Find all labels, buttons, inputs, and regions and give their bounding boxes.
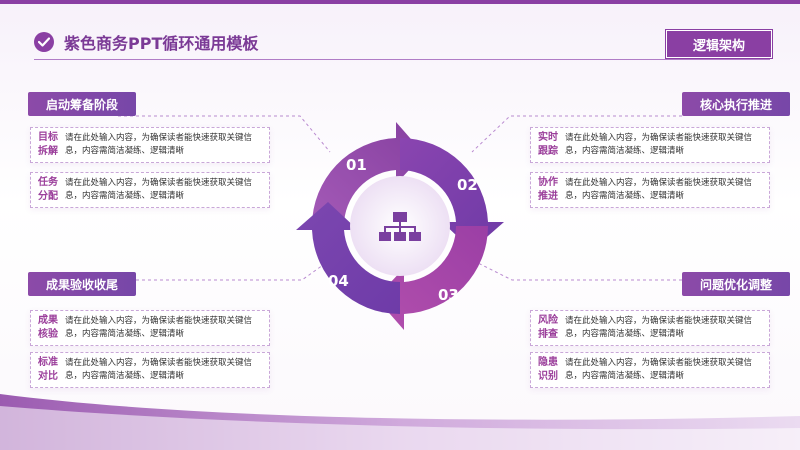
item-label: 实时跟踪 [538, 132, 558, 157]
cycle-step-label: 02 [457, 176, 478, 194]
check-circle-icon [34, 32, 54, 52]
cycle-segment-04 [296, 202, 400, 315]
item-box: 实时跟踪 请在此处输入内容，为确保读者能快速获取关键信息，内容需简洁凝练、逻辑清… [530, 127, 770, 163]
header: 紫色商务PPT循环通用模板 [34, 30, 258, 54]
item-box: 标准对比 请在此处输入内容，为确保读者能快速获取关键信息，内容需简洁凝练、逻辑清… [30, 352, 270, 388]
item-text: 请在此处输入内容，为确保读者能快速获取关键信息，内容需简洁凝练、逻辑清晰 [565, 133, 753, 156]
hierarchy-icon [379, 212, 421, 241]
page-title: 紫色商务PPT循环通用模板 [64, 34, 259, 53]
item-box: 协作推进 请在此处输入内容，为确保读者能快速获取关键信息，内容需简洁凝练、逻辑清… [530, 172, 770, 208]
title-divider [34, 59, 770, 60]
item-text: 请在此处输入内容，为确保读者能快速获取关键信息，内容需简洁凝练、逻辑清晰 [65, 316, 253, 339]
bottom-wave [0, 394, 800, 450]
cycle-segment-01 [311, 122, 424, 226]
cycle-diagram: 01 02 03 04 [296, 122, 504, 330]
section-title-top-left: 启动筹备阶段 [28, 92, 136, 116]
header-tag: 逻辑架构 [666, 30, 772, 58]
item-label: 标准对比 [38, 357, 58, 382]
item-box: 目标拆解 请在此处输入内容，为确保读者能快速获取关键信息，内容需简洁凝练、逻辑清… [30, 127, 270, 163]
item-box: 隐患识别 请在此处输入内容，为确保读者能快速获取关键信息，内容需简洁凝练、逻辑清… [530, 352, 770, 388]
cycle-segment-03 [376, 226, 489, 330]
item-box: 成果核验 请在此处输入内容，为确保读者能快速获取关键信息，内容需简洁凝练、逻辑清… [30, 310, 270, 346]
section-title-bottom-left: 成果验收收尾 [28, 272, 136, 296]
item-text: 请在此处输入内容，为确保读者能快速获取关键信息，内容需简洁凝练、逻辑清晰 [565, 316, 753, 339]
item-label: 目标拆解 [38, 132, 58, 157]
item-text: 请在此处输入内容，为确保读者能快速获取关键信息，内容需简洁凝练、逻辑清晰 [565, 358, 753, 381]
cycle-step-label: 04 [328, 272, 349, 290]
section-title-top-right: 核心执行推进 [682, 92, 790, 116]
item-text: 请在此处输入内容，为确保读者能快速获取关键信息，内容需简洁凝练、逻辑清晰 [65, 178, 253, 201]
item-label: 风险排查 [538, 315, 558, 340]
item-text: 请在此处输入内容，为确保读者能快速获取关键信息，内容需简洁凝练、逻辑清晰 [65, 358, 253, 381]
item-label: 任务分配 [38, 177, 58, 202]
item-label: 协作推进 [538, 177, 558, 202]
item-text: 请在此处输入内容，为确保读者能快速获取关键信息，内容需简洁凝练、逻辑清晰 [565, 178, 753, 201]
cycle-step-label: 03 [438, 286, 459, 304]
item-label: 隐患识别 [538, 357, 558, 382]
item-box: 风险排查 请在此处输入内容，为确保读者能快速获取关键信息，内容需简洁凝练、逻辑清… [530, 310, 770, 346]
cycle-segment-02 [400, 137, 504, 250]
top-accent-bar [0, 0, 800, 4]
item-box: 任务分配 请在此处输入内容，为确保读者能快速获取关键信息，内容需简洁凝练、逻辑清… [30, 172, 270, 208]
cycle-step-label: 01 [346, 156, 367, 174]
section-title-bottom-right: 问题优化调整 [682, 272, 790, 296]
item-label: 成果核验 [38, 315, 58, 340]
item-text: 请在此处输入内容，为确保读者能快速获取关键信息，内容需简洁凝练、逻辑清晰 [65, 133, 253, 156]
